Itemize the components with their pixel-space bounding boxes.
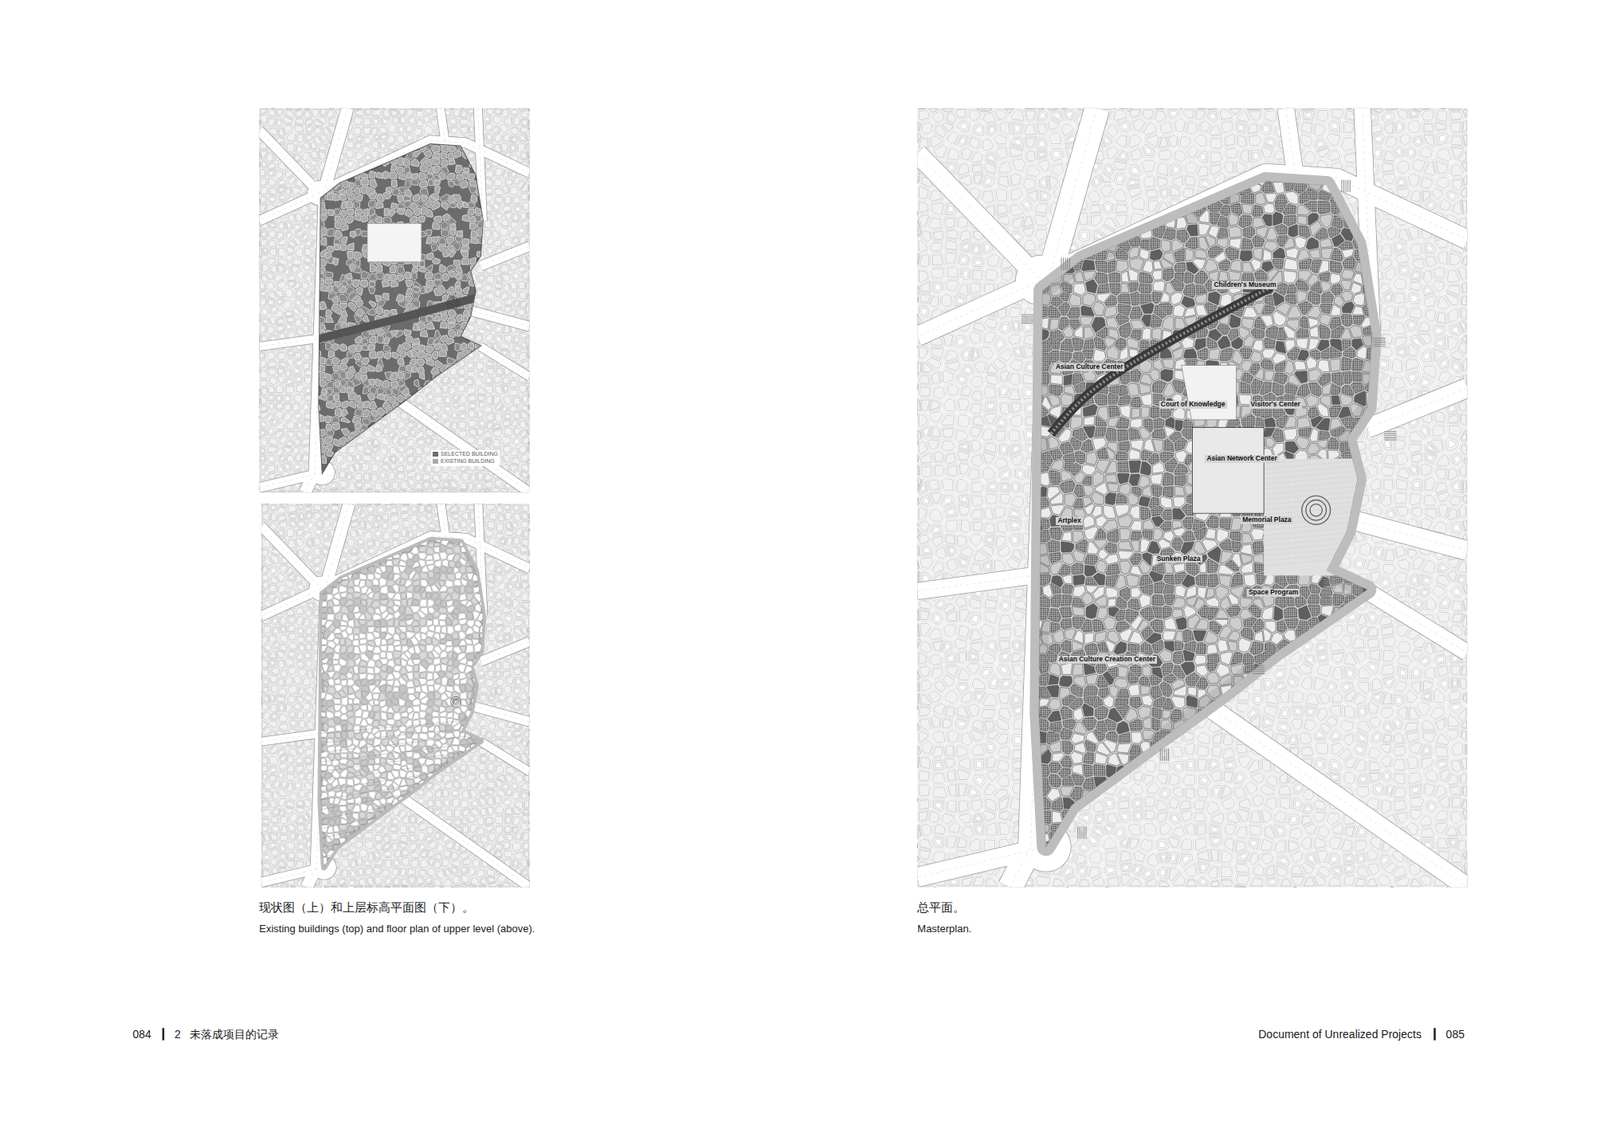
legend-swatch bbox=[432, 451, 439, 457]
legend-row: EXISTING BUILDING bbox=[432, 458, 499, 466]
map-existing bbox=[258, 108, 530, 494]
map-legend: SELECTED BUILDINGEXISTING BUILDING bbox=[431, 450, 500, 467]
chapter-title: 未落成项目的记录 bbox=[189, 1027, 279, 1041]
page-number: 085 bbox=[1446, 1027, 1465, 1041]
map-label: Space Program bbox=[1247, 588, 1300, 597]
figure-caption: 现状图（上）和上层标高平面图（下）。 bbox=[258, 901, 475, 915]
map-upper bbox=[261, 503, 530, 887]
map-master bbox=[917, 108, 1467, 888]
legend-row: SELECTED BUILDING bbox=[432, 450, 499, 459]
footer-bar bbox=[162, 1027, 165, 1040]
figure-caption: 总平面。 bbox=[917, 901, 965, 915]
legend-swatch bbox=[432, 458, 439, 464]
chapter-number: 2 bbox=[174, 1027, 181, 1041]
map-label: Asian Culture Center bbox=[1054, 363, 1126, 372]
footer-bar bbox=[1433, 1027, 1436, 1040]
map-label: Asian Culture Creation Center bbox=[1057, 655, 1157, 664]
map-label: Sunken Plaza bbox=[1155, 555, 1203, 564]
map-label: Artplex bbox=[1055, 517, 1083, 526]
legend-text: EXISTING BUILDING bbox=[440, 458, 495, 466]
figure-caption: Existing buildings (top) and floor plan … bbox=[258, 923, 535, 936]
legend-text: SELECTED BUILDING bbox=[440, 450, 499, 459]
running-title: Document of Unrealized Projects bbox=[1258, 1027, 1422, 1041]
map-label: Children's Museum bbox=[1211, 281, 1278, 290]
map-label: Memorial Plaza bbox=[1240, 516, 1293, 525]
page-number: 084 bbox=[133, 1027, 152, 1041]
map-label: Visitor's Center bbox=[1249, 400, 1302, 409]
map-label: Asian Network Center bbox=[1204, 454, 1279, 463]
map-label: Court of Knowledge bbox=[1159, 400, 1228, 409]
figure-caption: Masterplan. bbox=[917, 923, 972, 936]
